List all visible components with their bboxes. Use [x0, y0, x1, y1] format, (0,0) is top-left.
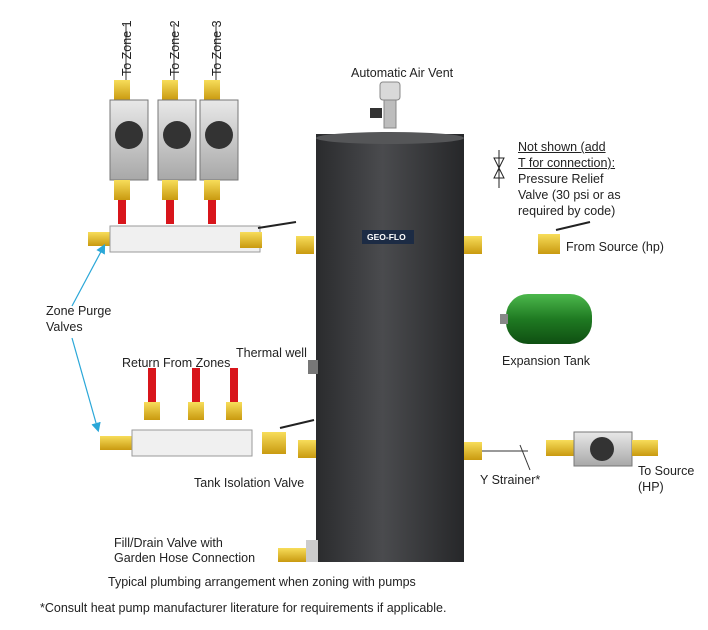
zone-pumps — [109, 24, 239, 224]
air-vent-icon — [370, 81, 401, 129]
label-return-zones: Return From Zones — [122, 356, 231, 370]
label-to-zone-3: To Zone 3 — [210, 20, 224, 76]
label-fill-drain-2: Garden Hose Connection — [114, 551, 256, 565]
diagram-caption: Typical plumbing arrangement when zoning… — [108, 575, 416, 589]
label-to-zone-2: To Zone 2 — [168, 20, 182, 76]
footnote: *Consult heat pump manufacturer literatu… — [40, 601, 447, 615]
label-t-connection: T for connection): — [518, 156, 616, 170]
source-pump-icon — [546, 431, 658, 467]
tank-fittings-right — [464, 221, 591, 471]
zone1-pump-icon — [109, 24, 149, 224]
brand-plate — [362, 230, 414, 244]
label-to-zone-1: To Zone 1 — [120, 20, 134, 76]
label-expansion-tank: Expansion Tank — [502, 354, 591, 368]
relief-valve-icon — [493, 150, 505, 188]
zone3-pump-icon — [199, 24, 239, 224]
label-relief-3: required by code) — [518, 204, 616, 218]
label-y-strainer: Y Strainer* — [480, 473, 541, 487]
label-not-shown: Not shown (add — [518, 140, 606, 154]
fill-drain-valve-icon — [278, 540, 318, 562]
label-thermal-well: Thermal well — [236, 346, 307, 360]
thermal-well-icon — [308, 360, 318, 374]
label-fill-drain-1: Fill/Drain Valve with — [114, 536, 223, 550]
brand-logo-text: GEO-FLO — [367, 232, 406, 242]
label-to-source-1: To Source — [638, 464, 695, 478]
label-zone-purge-1: Zone Purge — [46, 304, 112, 318]
supply-header — [88, 221, 314, 254]
label-relief-2: Valve (30 psi or as — [518, 188, 621, 202]
zone2-pump-icon — [157, 24, 197, 224]
label-to-source-2: (HP) — [638, 480, 664, 494]
storage-tank — [316, 132, 464, 562]
label-relief-1: Pressure Relief — [518, 172, 604, 186]
expansion-tank-icon — [500, 294, 592, 344]
label-air-vent: Automatic Air Vent — [351, 66, 454, 80]
label-zone-purge-2: Valves — [46, 320, 83, 334]
label-from-source: From Source (hp) — [566, 240, 664, 254]
purge-valve-arrows — [71, 243, 106, 433]
label-tank-isolation: Tank Isolation Valve — [194, 476, 305, 490]
return-header — [100, 368, 316, 458]
